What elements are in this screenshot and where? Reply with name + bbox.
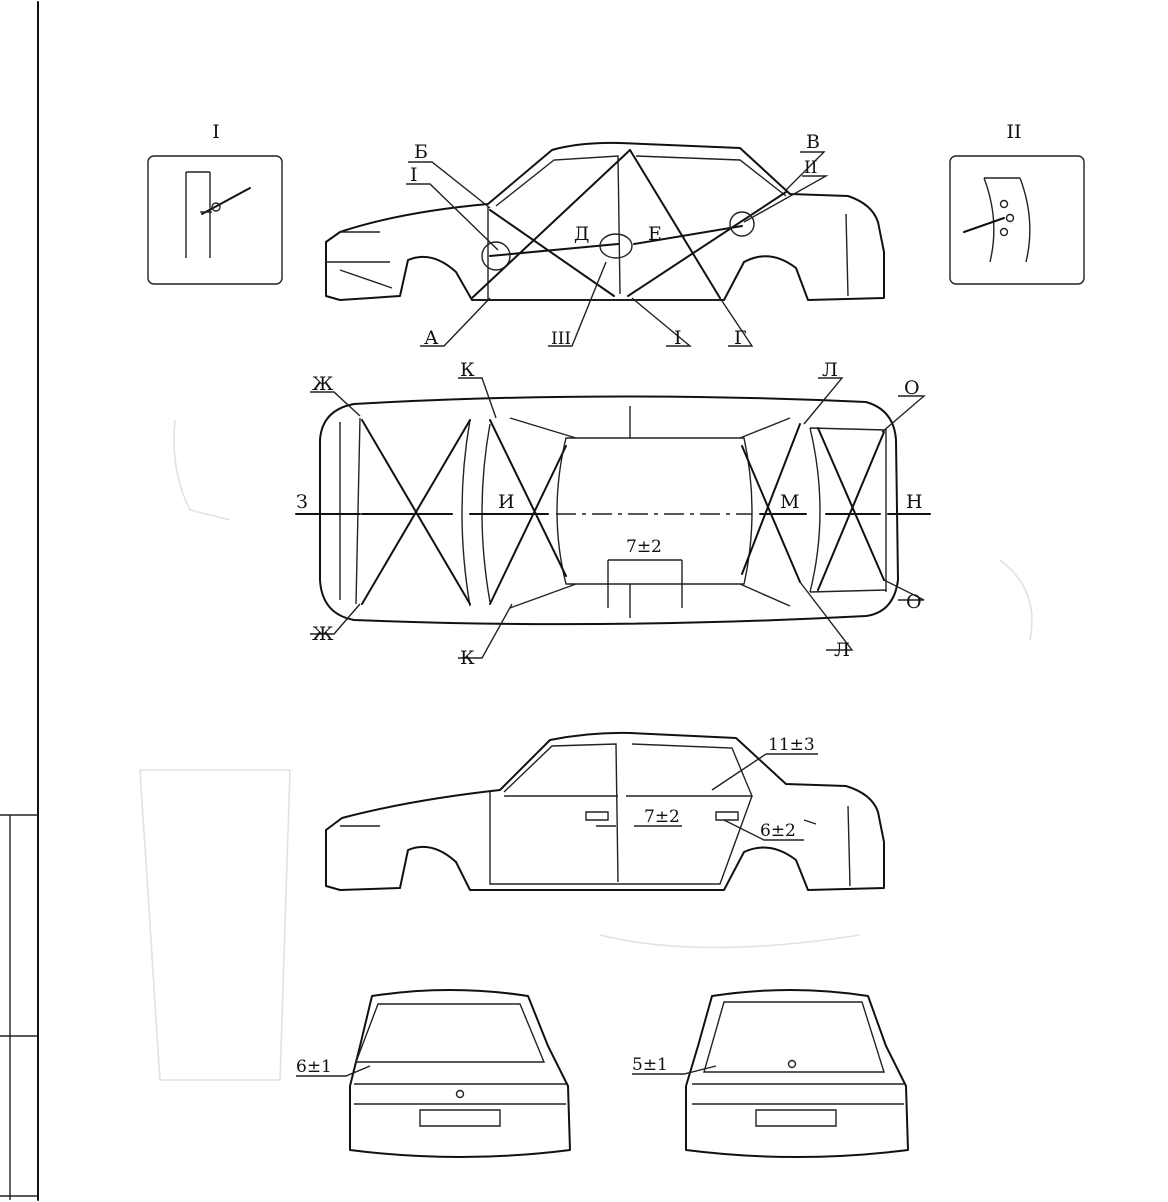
inset-II-title: II [1006,121,1021,143]
plan-view-diagonals: Ж К Л О З И М Н 7±2 Ж К Л О [295,359,931,669]
page-frame [0,1,39,1201]
label-B: Б [414,141,428,163]
label-O-top: О [904,377,920,399]
label-I-plan: И [498,491,515,513]
top-side-car-body [325,141,885,301]
label-rear-tol: 6±2 [760,821,796,841]
label-rear-right-tol: 5±1 [632,1055,668,1075]
side-view-diagonals: Б I В II Д Е А III I Г [325,131,885,349]
inset-I-arrow [201,187,251,215]
label-G: Г [734,327,747,349]
inset-I-title: I [212,121,220,143]
label-III: III [551,329,571,349]
inset-I-weld-point [211,202,221,212]
inset-II-frame [949,155,1085,285]
label-K-bottom: К [460,647,475,669]
label-V: В [806,131,820,153]
rear-right-body [685,989,909,1158]
label-L-bottom: Л [834,639,850,661]
label-Z: З [296,491,308,513]
label-A: А [424,327,439,349]
side-view-gaps: 11±3 7±2 6±2 [325,731,885,891]
label-I-bottom: I [674,327,682,349]
label-E: Е [648,223,662,245]
label-plan-tol: 7±2 [626,537,662,557]
ghost-marks [139,419,1033,1081]
inset-I-frame [147,155,283,285]
label-door-tol: 7±2 [644,807,680,827]
rear-view-left: 6±1 [296,989,571,1158]
label-M: М [780,491,799,513]
label-L-top: Л [822,359,838,381]
rear-view-right: 5±1 [632,989,909,1158]
label-II: II [804,158,817,178]
plan-car-body [319,395,899,626]
label-K-top: К [460,359,475,381]
label-O-bottom: О [906,591,922,613]
inset-detail-II: II [949,121,1085,285]
label-Zh-top: Ж [312,373,334,395]
inset-detail-I: I [147,121,283,285]
rear-left-body [349,989,571,1158]
label-D: Д [574,223,589,245]
label-I-top: I [410,164,418,186]
label-roof-tol: 11±3 [768,735,815,755]
label-Zh-bottom: Ж [312,623,334,645]
label-N: Н [906,491,923,513]
inset-II-arrow [963,217,1005,233]
label-rear-left-tol: 6±1 [296,1057,332,1077]
bottom-side-car-body [325,731,885,891]
